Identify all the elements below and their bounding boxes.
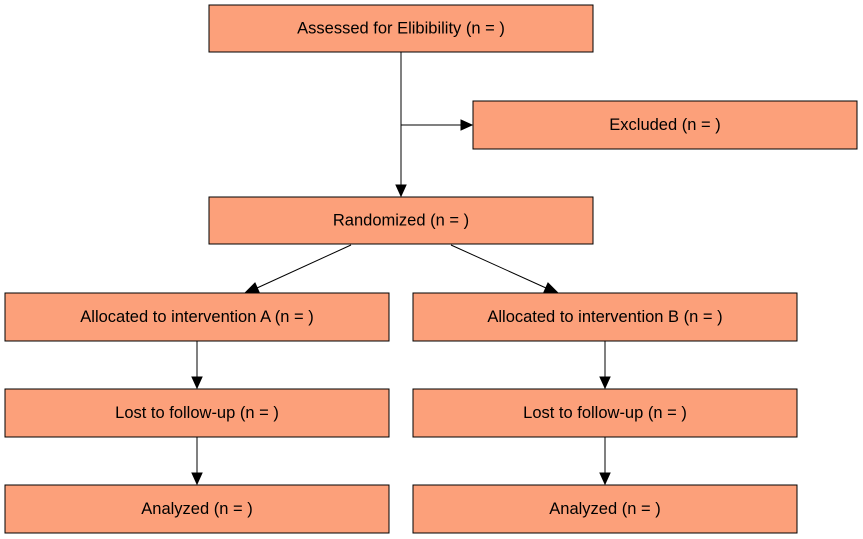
arrowhead-randomized xyxy=(395,184,407,198)
node-analyzed-a-label: Analyzed (n = ) xyxy=(141,500,252,518)
node-excluded-box xyxy=(472,100,858,150)
node-assessed-box xyxy=(208,4,594,53)
node-allocated-b-label: Allocated to intervention B (n = ) xyxy=(487,308,722,326)
node-analyzed-a: Analyzed (n = ) xyxy=(4,484,390,534)
node-lost-a-label: Lost to follow-up (n = ) xyxy=(115,404,279,422)
arrowhead-excluded xyxy=(460,119,474,131)
node-randomized-label: Randomized (n = ) xyxy=(333,212,469,230)
node-allocated-a-label: Allocated to intervention A (n = ) xyxy=(80,308,313,326)
node-allocated-b: Allocated to intervention B (n = ) xyxy=(412,292,798,342)
node-analyzed-b-box xyxy=(412,484,798,534)
node-lost-a-box xyxy=(4,388,390,438)
edge-randomized-to-allocated-a xyxy=(256,244,352,289)
node-excluded-label: Excluded (n = ) xyxy=(609,116,720,134)
edges xyxy=(191,52,611,486)
node-allocated-b-box xyxy=(412,292,798,342)
node-excluded: Excluded (n = ) xyxy=(472,100,858,150)
node-analyzed-b-label: Analyzed (n = ) xyxy=(549,500,660,518)
node-lost-a: Lost to follow-up (n = ) xyxy=(4,388,390,438)
node-randomized: Randomized (n = ) xyxy=(208,196,594,245)
node-allocated-a-box xyxy=(4,292,390,342)
node-lost-b: Lost to follow-up (n = ) xyxy=(412,388,798,438)
node-lost-b-box xyxy=(412,388,798,438)
node-analyzed-b: Analyzed (n = ) xyxy=(412,484,798,534)
edge-randomized-to-allocated-b xyxy=(450,244,547,289)
arrowhead-allocated-a xyxy=(244,282,260,293)
node-randomized-box xyxy=(208,196,594,245)
arrowhead-allocated-b xyxy=(543,282,559,293)
node-assessed-label: Assessed for Elibibility (n = ) xyxy=(297,20,505,38)
node-analyzed-a-box xyxy=(4,484,390,534)
arrowhead-lost-a xyxy=(191,376,203,390)
arrowhead-analyzed-a xyxy=(191,472,203,486)
node-assessed: Assessed for Elibibility (n = ) xyxy=(208,4,594,53)
node-lost-b-label: Lost to follow-up (n = ) xyxy=(523,404,687,422)
arrowhead-analyzed-b xyxy=(599,472,611,486)
node-allocated-a: Allocated to intervention A (n = ) xyxy=(4,292,390,342)
arrowhead-lost-b xyxy=(599,376,611,390)
